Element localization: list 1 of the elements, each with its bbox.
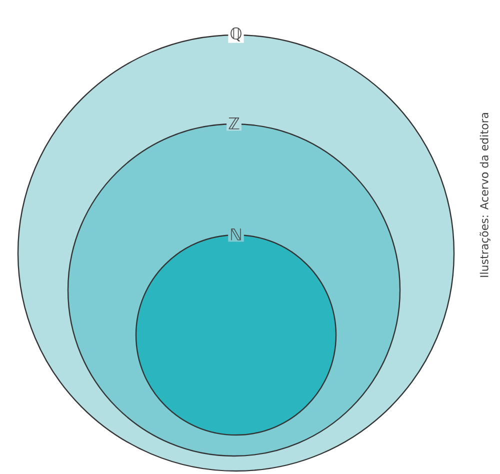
credit-text: Ilustrações: Acervo da editora [480, 113, 490, 277]
